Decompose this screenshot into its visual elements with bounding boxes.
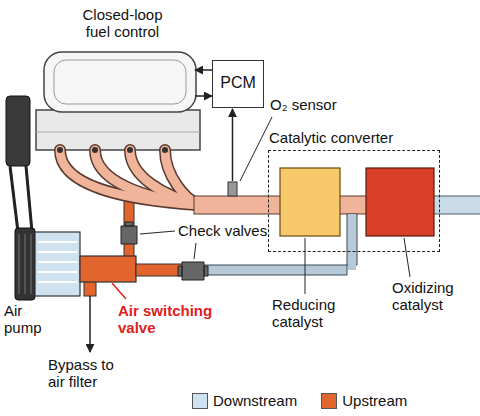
part-label: Oxidizing catalyst: [392, 279, 468, 313]
check-valve: [121, 222, 137, 244]
leader-line: [194, 243, 196, 259]
air-switching-valve-body: [80, 256, 136, 282]
legend-text: Downstream: [213, 392, 297, 409]
node-text: PCM: [213, 61, 263, 105]
oxidizing-catalyst: [366, 168, 434, 236]
leader-line: [140, 231, 175, 234]
air-pump-body: [35, 232, 80, 296]
engine-block: [36, 52, 200, 150]
bypass-arrow: [89, 296, 91, 352]
dashed-group-box: Catalytic converter: [268, 150, 440, 252]
leader-line: [112, 283, 126, 299]
o2-sensor: [228, 182, 237, 196]
reducing-catalyst: [280, 168, 340, 236]
signal-arrow: [195, 95, 212, 97]
exhaust-pipe: [338, 196, 368, 214]
legend-item: Upstream: [321, 392, 407, 409]
check-valve: [178, 262, 208, 280]
upstream-air-pipe: [136, 264, 183, 276]
leader-line: [305, 238, 306, 294]
part-label: Check valves: [178, 222, 278, 239]
node-text: Catalytic converter: [269, 129, 393, 146]
exhaust-manifold: [57, 147, 200, 205]
legend-item: Downstream: [192, 392, 297, 409]
highlight-label: Air switching valve: [118, 302, 226, 336]
part-label: Bypass to air filter: [48, 356, 126, 390]
legend-text: Upstream: [342, 392, 407, 409]
downstream-air-pipe: [348, 214, 356, 270]
drive-belt: [6, 96, 35, 300]
engine-node: Closed-loop fuel control: [50, 6, 195, 112]
legend-swatch: [321, 393, 337, 409]
sensor-signal-wire: [232, 109, 234, 181]
part-label: Reducing catalyst: [272, 296, 344, 330]
leader-line: [404, 238, 410, 277]
signal-arrow: [195, 69, 212, 71]
part-label: Air pump: [4, 302, 48, 336]
node-text: Closed-loop fuel control: [73, 6, 173, 40]
legend: Downstream Upstream: [192, 392, 407, 409]
process-box: PCM: [212, 60, 264, 108]
legend-swatch: [192, 393, 208, 409]
sensor-label: O₂ sensor: [270, 96, 360, 113]
